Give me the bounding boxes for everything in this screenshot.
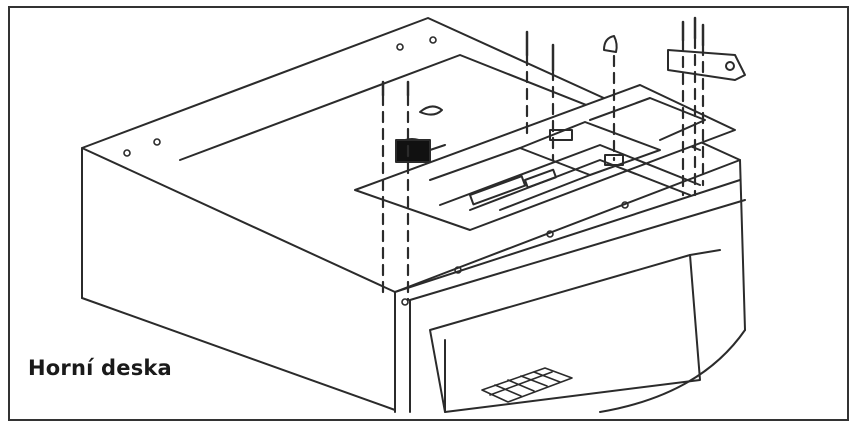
caption: Horní deska (28, 356, 172, 380)
ice-tray (481, 367, 573, 403)
screw-icon (381, 16, 705, 97)
control-bracket (354, 84, 736, 231)
dowel-icon (419, 35, 618, 116)
top-board (81, 17, 746, 413)
motor-unit (395, 138, 446, 163)
assembly-guides (381, 36, 705, 302)
board-holes (123, 36, 629, 306)
cabinet-front (409, 199, 746, 413)
hinge-icon (667, 49, 746, 81)
